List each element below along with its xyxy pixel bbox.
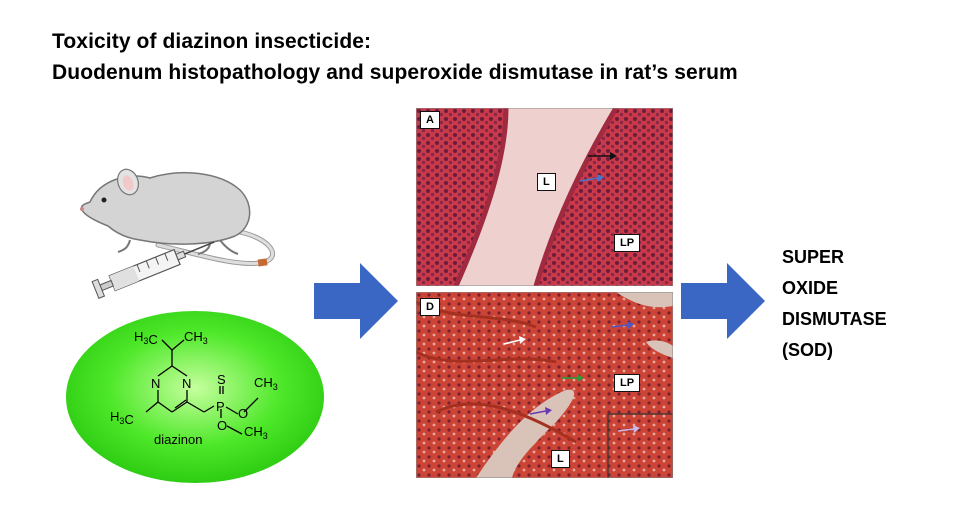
- panel-d-label-l: L: [551, 450, 570, 468]
- atom-ch3-top: CH3: [184, 329, 208, 346]
- atom-n-left: N: [151, 376, 160, 391]
- panel-a-label-l: L: [537, 173, 556, 191]
- sod-line-3: DISMUTASE: [782, 309, 887, 329]
- atom-o-right: O: [238, 406, 248, 421]
- panel-a-id: A: [420, 111, 440, 129]
- panel-d-label-lp: LP: [614, 374, 641, 392]
- atom-h3c-left: H3C: [110, 409, 134, 427]
- title-line-1: Toxicity of diazinon insecticide:: [52, 30, 372, 53]
- molecule-ellipse: [66, 311, 324, 483]
- atom-n-right: N: [182, 376, 191, 391]
- sod-line-2: OXIDE: [782, 278, 839, 298]
- atom-o-bottom: O: [217, 418, 227, 433]
- arrow-to-histology: [314, 263, 398, 339]
- title-line-2: Duodenum histopathology and superoxide d…: [52, 61, 738, 84]
- arrow-to-sod: [681, 263, 765, 339]
- atom-ch3-bottom: CH3: [244, 424, 268, 441]
- atom-h3c-top: H3C: [134, 329, 158, 347]
- panel-d-id: D: [420, 298, 440, 316]
- atom-p: P: [216, 399, 225, 414]
- sod-line-1: SUPER: [782, 247, 845, 267]
- molecule-name: diazinon: [154, 432, 202, 447]
- atom-s: S: [217, 372, 226, 387]
- rat-illustration: [80, 168, 275, 299]
- histology-panel-a: [416, 108, 673, 286]
- panel-a-label-lp: LP: [614, 234, 641, 252]
- sod-line-4: (SOD): [782, 340, 833, 360]
- diazinon-molecule: H3C CH3 N N S CH3 P O O H3C CH3 diazinon: [66, 311, 324, 483]
- atom-ch3-right: CH3: [254, 375, 278, 392]
